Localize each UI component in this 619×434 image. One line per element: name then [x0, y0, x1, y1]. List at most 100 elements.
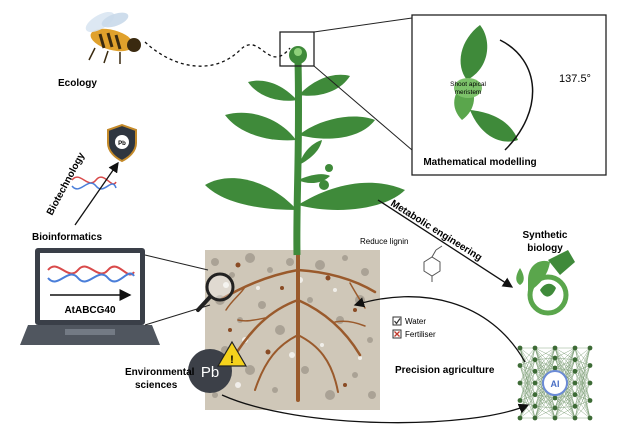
network-node — [532, 368, 538, 374]
network-edge — [574, 347, 591, 372]
network-edge — [519, 347, 536, 360]
network-node — [572, 368, 578, 374]
phyllotaxis-leaf-top — [460, 25, 488, 80]
synthetic-biology-label-line1: Synthetic — [522, 230, 567, 241]
laptop-connector-upper — [144, 254, 209, 271]
bee-icon — [85, 11, 141, 64]
network-edge — [554, 367, 576, 372]
network-edge — [574, 400, 591, 419]
network-edge — [519, 359, 536, 401]
network-edge — [554, 382, 576, 409]
network-edge — [519, 359, 536, 384]
shield-pb-label: Pb — [118, 141, 126, 147]
network-node — [572, 380, 578, 386]
network-node — [517, 380, 523, 386]
network-node — [572, 403, 578, 409]
metabolic-arrow — [377, 199, 514, 288]
network-edge — [534, 394, 556, 399]
network-edge — [534, 397, 556, 407]
ecology-label: Ecology — [58, 78, 97, 89]
cross-icon — [394, 331, 400, 337]
network-edge — [554, 394, 576, 409]
neural-network: AI — [517, 345, 593, 421]
shoot-apical-label-line1: Shoot apical — [450, 81, 486, 88]
zoom-connector-upper — [313, 17, 413, 33]
network-edge — [574, 382, 591, 395]
network-edge — [554, 407, 576, 419]
network-edge — [534, 347, 556, 360]
ai-node — [542, 370, 568, 396]
synthetic-biology-label-line2: biology — [527, 243, 563, 254]
network-edge — [574, 382, 591, 419]
plant-shoot — [205, 46, 405, 256]
biotechnology-label: Biotechnology — [45, 151, 88, 218]
bee-flight-path — [144, 41, 291, 67]
apex-highlight-box — [279, 31, 315, 67]
network-edge — [574, 406, 591, 419]
network-edge — [554, 382, 576, 419]
network-edge — [554, 394, 576, 419]
network-node — [587, 398, 593, 403]
network-edge — [519, 365, 536, 372]
network-edge — [519, 347, 536, 366]
angle-label: 137.5° — [559, 73, 591, 85]
network-node — [532, 403, 538, 409]
check-icon — [394, 318, 401, 325]
network-node — [552, 405, 558, 411]
network-edge — [574, 347, 591, 395]
network-edge — [554, 406, 576, 419]
network-edge — [534, 357, 556, 372]
network-node — [552, 395, 558, 401]
network-node — [532, 392, 538, 398]
network-edge — [574, 400, 591, 407]
network-node — [587, 345, 593, 351]
network-edge — [554, 397, 576, 419]
precision-feedback-arrow — [353, 296, 526, 363]
network-edge — [519, 382, 536, 401]
network-edge — [574, 359, 591, 366]
network-edge — [554, 359, 576, 369]
network-edge — [534, 347, 556, 369]
network-edge — [519, 394, 536, 401]
network-edge — [574, 365, 591, 395]
network-edge — [554, 371, 576, 419]
water-label: Water — [405, 317, 426, 326]
laptop-gene-label: AtABCG40 — [64, 305, 116, 316]
network-edge — [534, 359, 556, 369]
network-edge — [574, 382, 591, 407]
soil-block — [205, 250, 380, 410]
network-edge — [534, 347, 556, 359]
dna-helix-icon — [47, 265, 135, 283]
shoot-apical-meristem — [454, 78, 482, 98]
warning-icon — [216, 340, 248, 367]
metabolic-engineering-label: Metabolic engineering — [388, 198, 483, 263]
pb-badge-icon — [115, 135, 129, 149]
network-edge — [534, 394, 556, 409]
biotechnology-group: Pb Biotechnology — [45, 123, 137, 226]
precision-agriculture-label: Precision agriculture — [395, 365, 495, 376]
phyllotaxis-leaf-bottom — [470, 110, 518, 142]
ai-label: AI — [551, 379, 560, 389]
network-edge — [574, 365, 591, 419]
network-edge — [534, 347, 556, 372]
shoot-apical-label-line2: meristem — [455, 89, 482, 96]
biotech-arrow — [74, 161, 119, 226]
network-edge — [519, 347, 536, 384]
network-edge — [574, 347, 591, 360]
network-edge — [554, 347, 576, 359]
network-edge — [574, 347, 591, 366]
network-edge — [574, 347, 591, 407]
network-node — [552, 345, 558, 351]
water-checkbox — [392, 316, 402, 326]
network-node — [572, 392, 578, 398]
network-node — [517, 398, 523, 403]
network-node — [532, 345, 538, 351]
network-edge — [554, 397, 576, 407]
network-edge — [574, 365, 591, 407]
environmental-group: Pb ! Environmental sciences — [125, 340, 248, 393]
network-node — [552, 365, 558, 371]
network-edge — [534, 357, 556, 384]
network-node — [587, 415, 593, 421]
reduce-lignin-label: Reduce lignin — [360, 237, 408, 246]
network-edge — [534, 397, 556, 419]
